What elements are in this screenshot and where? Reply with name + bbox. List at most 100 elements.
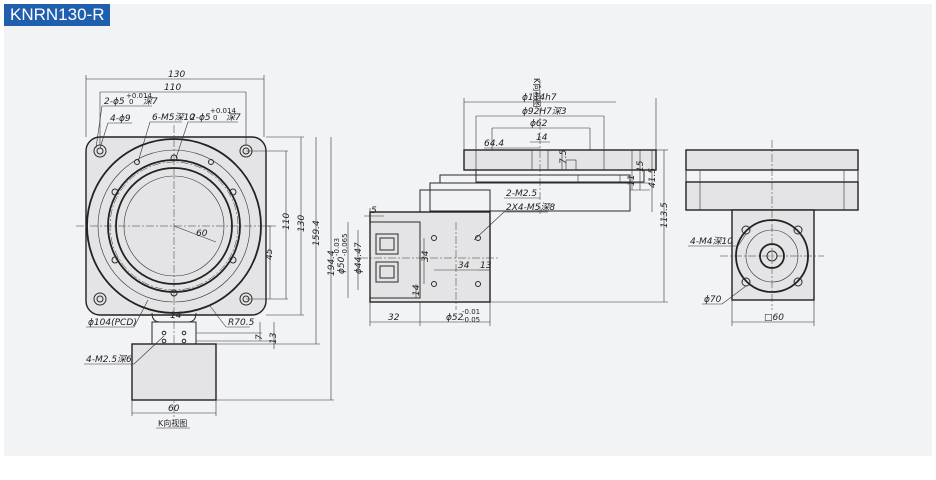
pcd-hole-2 (229, 188, 237, 196)
dim-130-v: 130 (297, 215, 307, 232)
note-pin-top: 2-ϕ5 (104, 97, 125, 107)
dim-32: 32 (388, 313, 400, 323)
side-input-shaft-block (369, 221, 421, 299)
note-pin-mid: 2-ϕ5 (190, 113, 211, 123)
dim-44-47: ϕ44.47 (354, 242, 364, 274)
leader-m5-2 (137, 121, 151, 163)
note-pin-mid-tol2: 0 (213, 114, 217, 122)
side-hole-2 (431, 281, 437, 287)
leader-pin-mid-2 (175, 121, 189, 159)
note-m4: 4-M4深10 (690, 236, 733, 247)
side-hole-3 (475, 235, 481, 241)
note-r70-5: R70.5 (228, 318, 255, 328)
dim-110-v: 110 (282, 213, 292, 230)
dim-52-tol: -0.01 (462, 308, 480, 316)
dim-159-4: 159.4 (312, 220, 322, 246)
dim-70: ϕ70 (704, 295, 722, 305)
side-hole-4 (475, 281, 481, 287)
leader-60 (173, 225, 217, 243)
corner-hole-bl-inner (96, 295, 104, 303)
note-pin-mid-depth: 深7 (226, 112, 241, 123)
dim-13-side: 13 (480, 261, 492, 271)
dim-62: ϕ62 (530, 119, 548, 129)
note-4-phi9: 4-ϕ9 (110, 114, 131, 124)
dim-14-v: 14 (412, 284, 422, 296)
neck-hole-1 (161, 330, 167, 336)
side-coupling-2 (375, 261, 399, 283)
side-coupling-1 (375, 233, 399, 255)
pcd-hole-3 (229, 256, 237, 264)
front-view: 130 110 2-ϕ5 +0.014 0 深7 4-ϕ9 6-M5深10 2-… (76, 70, 337, 429)
leader-m4-2 (737, 233, 747, 247)
dim-64-4: 64.4 (484, 139, 504, 149)
front-motor-block (131, 343, 217, 401)
pcd-hole-6 (111, 188, 119, 196)
dim-7-5: 7.5 (559, 149, 569, 164)
dim-113-5: 113.5 (660, 202, 670, 228)
dim-14-side: 14 (536, 133, 548, 143)
dim-34-v: 34 (421, 250, 431, 262)
pcd-hole-5 (111, 256, 119, 264)
dim-130: 130 (168, 70, 185, 80)
leader-pcd-2 (133, 299, 149, 328)
end-hole-br (793, 277, 803, 287)
note-pin-top-tol: +0.014 (126, 92, 152, 100)
leader-pin-top-2 (95, 105, 103, 149)
note-pcd: ϕ104(PCD) (88, 318, 137, 328)
neck-hole-3 (161, 338, 167, 344)
side-bolt-detail-2 (565, 159, 577, 171)
dim-194-4: 194.4 (327, 250, 337, 276)
dim-52-tol2: -0.05 (462, 316, 480, 324)
corner-hole-bl (93, 292, 107, 306)
front-view-label: K向视图 (158, 418, 187, 428)
dim-60-bottom: 60 (168, 404, 180, 414)
dim-5: 5 (371, 206, 377, 216)
dim-60-sq: □60 (764, 313, 784, 323)
side-coupling-1-inner (379, 237, 395, 251)
leader-r70-2 (209, 305, 227, 328)
end-motor-housing (731, 209, 815, 301)
dim-7: 7 (255, 334, 265, 340)
pin-hole-2 (208, 159, 214, 165)
note-pin-top-tol2: 0 (129, 98, 133, 106)
note-6-m5: 6-M5深10 (152, 112, 195, 123)
leader-70-2 (721, 285, 747, 305)
dim-15: 15 (636, 160, 646, 172)
dim-50: ϕ50 (337, 256, 347, 274)
dim-110: 110 (164, 83, 181, 93)
side-coupling-2-inner (379, 265, 395, 279)
leader-m2-5-2 (133, 335, 165, 365)
side-body (429, 182, 631, 212)
note-m5-side: 2X4-M5深8 (506, 202, 555, 213)
dim-13: 13 (269, 332, 279, 344)
note-m2-5-side: 2-M2.5 (506, 189, 537, 199)
side-hole-1 (431, 235, 437, 241)
dim-41-5: 41.5 (648, 168, 658, 188)
neck-hole-2 (181, 330, 187, 336)
dim-45: 45 (265, 248, 275, 260)
dim-50-tol: -0.03 (333, 238, 341, 256)
pin-hole-1 (134, 159, 140, 165)
neck-hole-4 (181, 338, 187, 344)
end-view: 4-M4深10 ϕ70 □60 (685, 140, 859, 326)
note-m2-5: 4-M2.5深6 (86, 354, 132, 365)
dim-11: 11 (627, 175, 637, 186)
model-title: KNRN130-R (4, 4, 111, 26)
dim-60-center: 60 (196, 229, 208, 239)
side-bolt-detail (531, 149, 549, 171)
dim-114h7: ϕ114h7 (522, 93, 557, 103)
dim-14-front: 14 (170, 311, 182, 321)
leader-phi9-2 (99, 122, 109, 149)
leader-m5-side-2 (473, 211, 505, 241)
note-pin-top-depth: 深7 (143, 96, 158, 107)
dim-34-h: 34 (458, 261, 470, 271)
side-view-label-top: K向视图 (532, 78, 542, 107)
side-view: K向视图 ϕ114h7 ϕ92H7深3 ϕ62 14 64.4 7.5 11 1… (333, 78, 670, 326)
dim-92h7: ϕ92H7深3 (522, 106, 567, 117)
end-hole-tr (793, 225, 803, 235)
dim-50-tol2: -0.065 (341, 233, 349, 256)
side-body-top (475, 169, 645, 183)
note-pin-mid-tol: +0.014 (210, 107, 236, 115)
side-bolt-detail-3 (577, 174, 621, 184)
